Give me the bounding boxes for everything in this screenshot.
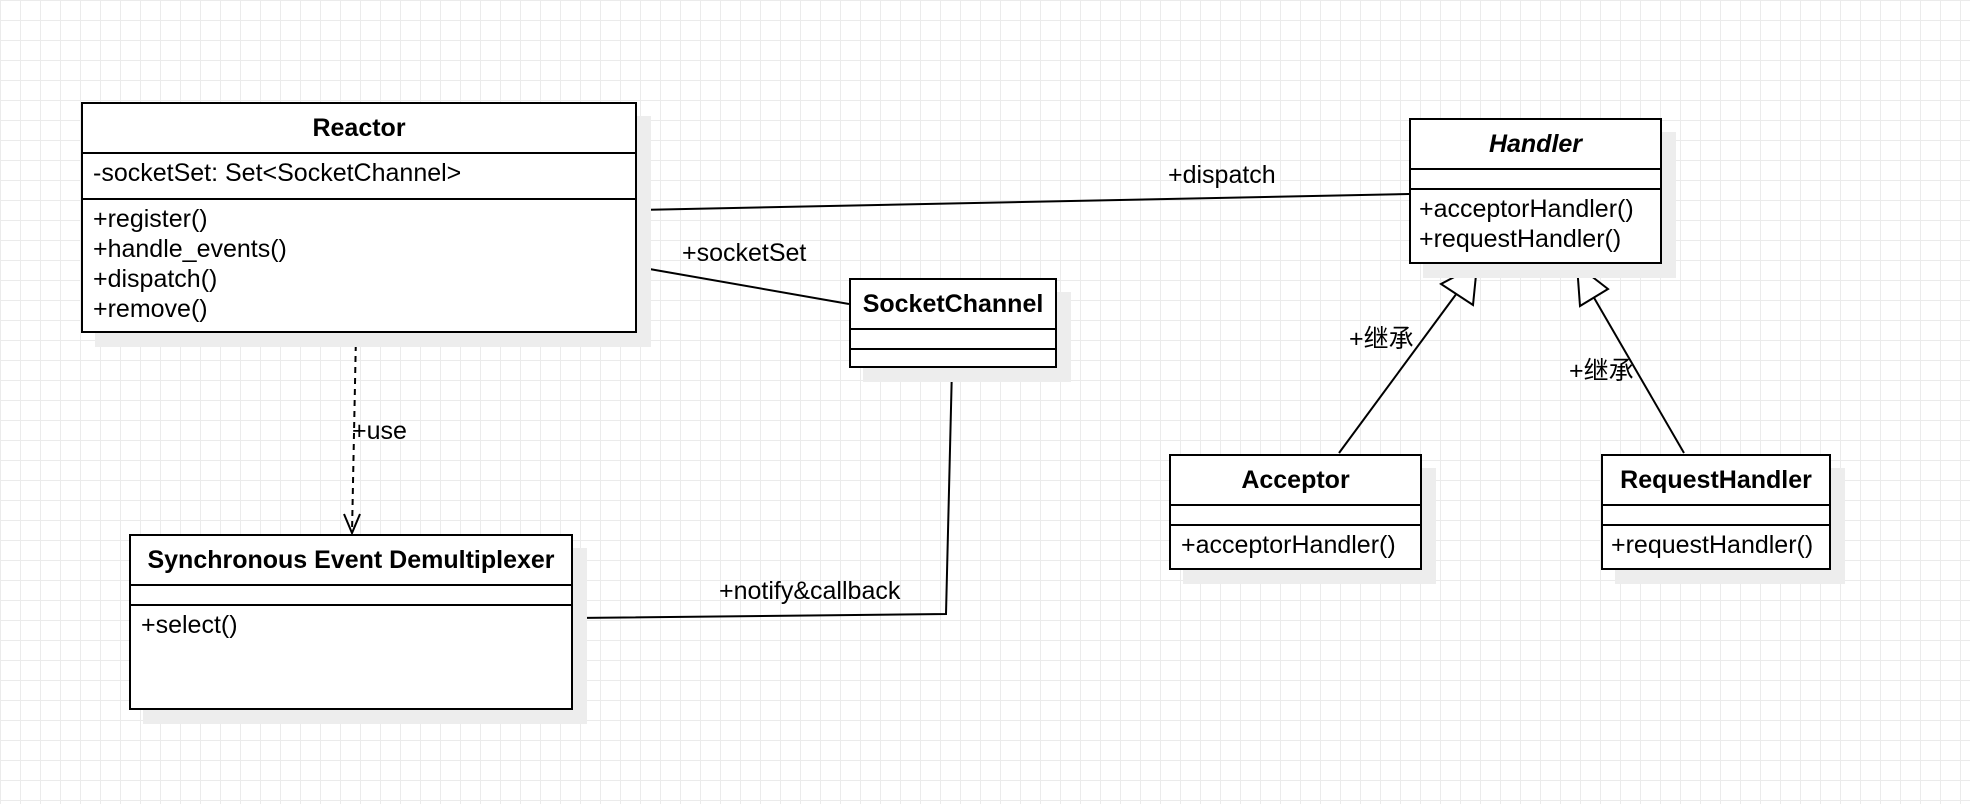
use-dependency-arrowhead bbox=[343, 513, 361, 536]
requesthandler-method-request-handler: +requestHandler() bbox=[1611, 531, 1814, 559]
requesthandler-class[interactable]: RequestHandler +requestHandler() bbox=[1601, 454, 1831, 570]
requesthandler-inherit-label: +继承 bbox=[1569, 357, 1634, 385]
handler-method-request-handler: +requestHandler() bbox=[1419, 225, 1622, 253]
notify-callback-label: +notify&callback bbox=[719, 577, 901, 605]
reactor-class[interactable]: Reactor -socketSet: Set<SocketChannel> +… bbox=[81, 102, 637, 333]
reactor-class-name: Reactor bbox=[83, 104, 635, 154]
requesthandler-attributes bbox=[1603, 506, 1829, 526]
demultiplexer-attributes bbox=[131, 586, 571, 606]
demultiplexer-class[interactable]: Synchronous Event Demultiplexer +select(… bbox=[129, 534, 573, 710]
reactor-attributes: -socketSet: Set<SocketChannel> bbox=[83, 154, 635, 200]
reactor-methods: +register() +handle_events() +dispatch()… bbox=[83, 200, 635, 324]
socketchannel-methods bbox=[851, 350, 1055, 354]
reactor-method-handle-events: +handle_events() bbox=[93, 235, 287, 263]
reactor-method-register: +register() bbox=[93, 205, 208, 233]
socketset-association-line[interactable] bbox=[637, 266, 850, 305]
demultiplexer-methods: +select() bbox=[131, 606, 571, 640]
acceptor-inherit-label: +继承 bbox=[1349, 325, 1414, 353]
handler-methods: +acceptorHandler() +requestHandler() bbox=[1411, 190, 1660, 254]
reactor-attribute-socketset: -socketSet: Set<SocketChannel> bbox=[93, 159, 462, 187]
handler-attributes bbox=[1411, 170, 1660, 190]
requesthandler-class-name: RequestHandler bbox=[1603, 456, 1829, 506]
handler-class[interactable]: Handler +acceptorHandler() +requestHandl… bbox=[1409, 118, 1662, 264]
dispatch-association-line[interactable] bbox=[637, 193, 1410, 211]
socketchannel-class-name: SocketChannel bbox=[851, 280, 1055, 330]
reactor-method-remove: +remove() bbox=[93, 295, 208, 323]
socketchannel-attributes bbox=[851, 330, 1055, 350]
reactor-method-dispatch: +dispatch() bbox=[93, 265, 218, 293]
requesthandler-inheritance-line[interactable] bbox=[1592, 295, 1685, 454]
acceptor-inheritance-line[interactable] bbox=[1338, 292, 1458, 454]
handler-class-name: Handler bbox=[1411, 120, 1660, 170]
socketchannel-class[interactable]: SocketChannel bbox=[849, 278, 1057, 368]
acceptor-method-acceptor-handler: +acceptorHandler() bbox=[1181, 531, 1396, 559]
socketset-label: +socketSet bbox=[682, 239, 807, 267]
handler-method-acceptor-handler: +acceptorHandler() bbox=[1419, 195, 1634, 223]
acceptor-methods: +acceptorHandler() bbox=[1171, 526, 1420, 560]
notify-callback-association-line[interactable] bbox=[573, 366, 953, 619]
dispatch-label: +dispatch bbox=[1168, 161, 1276, 189]
acceptor-inheritance-arrowhead bbox=[1439, 263, 1479, 307]
acceptor-class-name: Acceptor bbox=[1171, 456, 1420, 506]
requesthandler-methods: +requestHandler() bbox=[1603, 526, 1829, 560]
acceptor-class[interactable]: Acceptor +acceptorHandler() bbox=[1169, 454, 1422, 570]
demultiplexer-class-name: Synchronous Event Demultiplexer bbox=[131, 536, 571, 586]
use-label: +use bbox=[352, 417, 407, 445]
acceptor-attributes bbox=[1171, 506, 1420, 526]
requesthandler-inheritance-arrowhead bbox=[1575, 262, 1610, 308]
demultiplexer-method-select: +select() bbox=[141, 611, 238, 639]
use-dependency-line[interactable] bbox=[351, 333, 357, 534]
